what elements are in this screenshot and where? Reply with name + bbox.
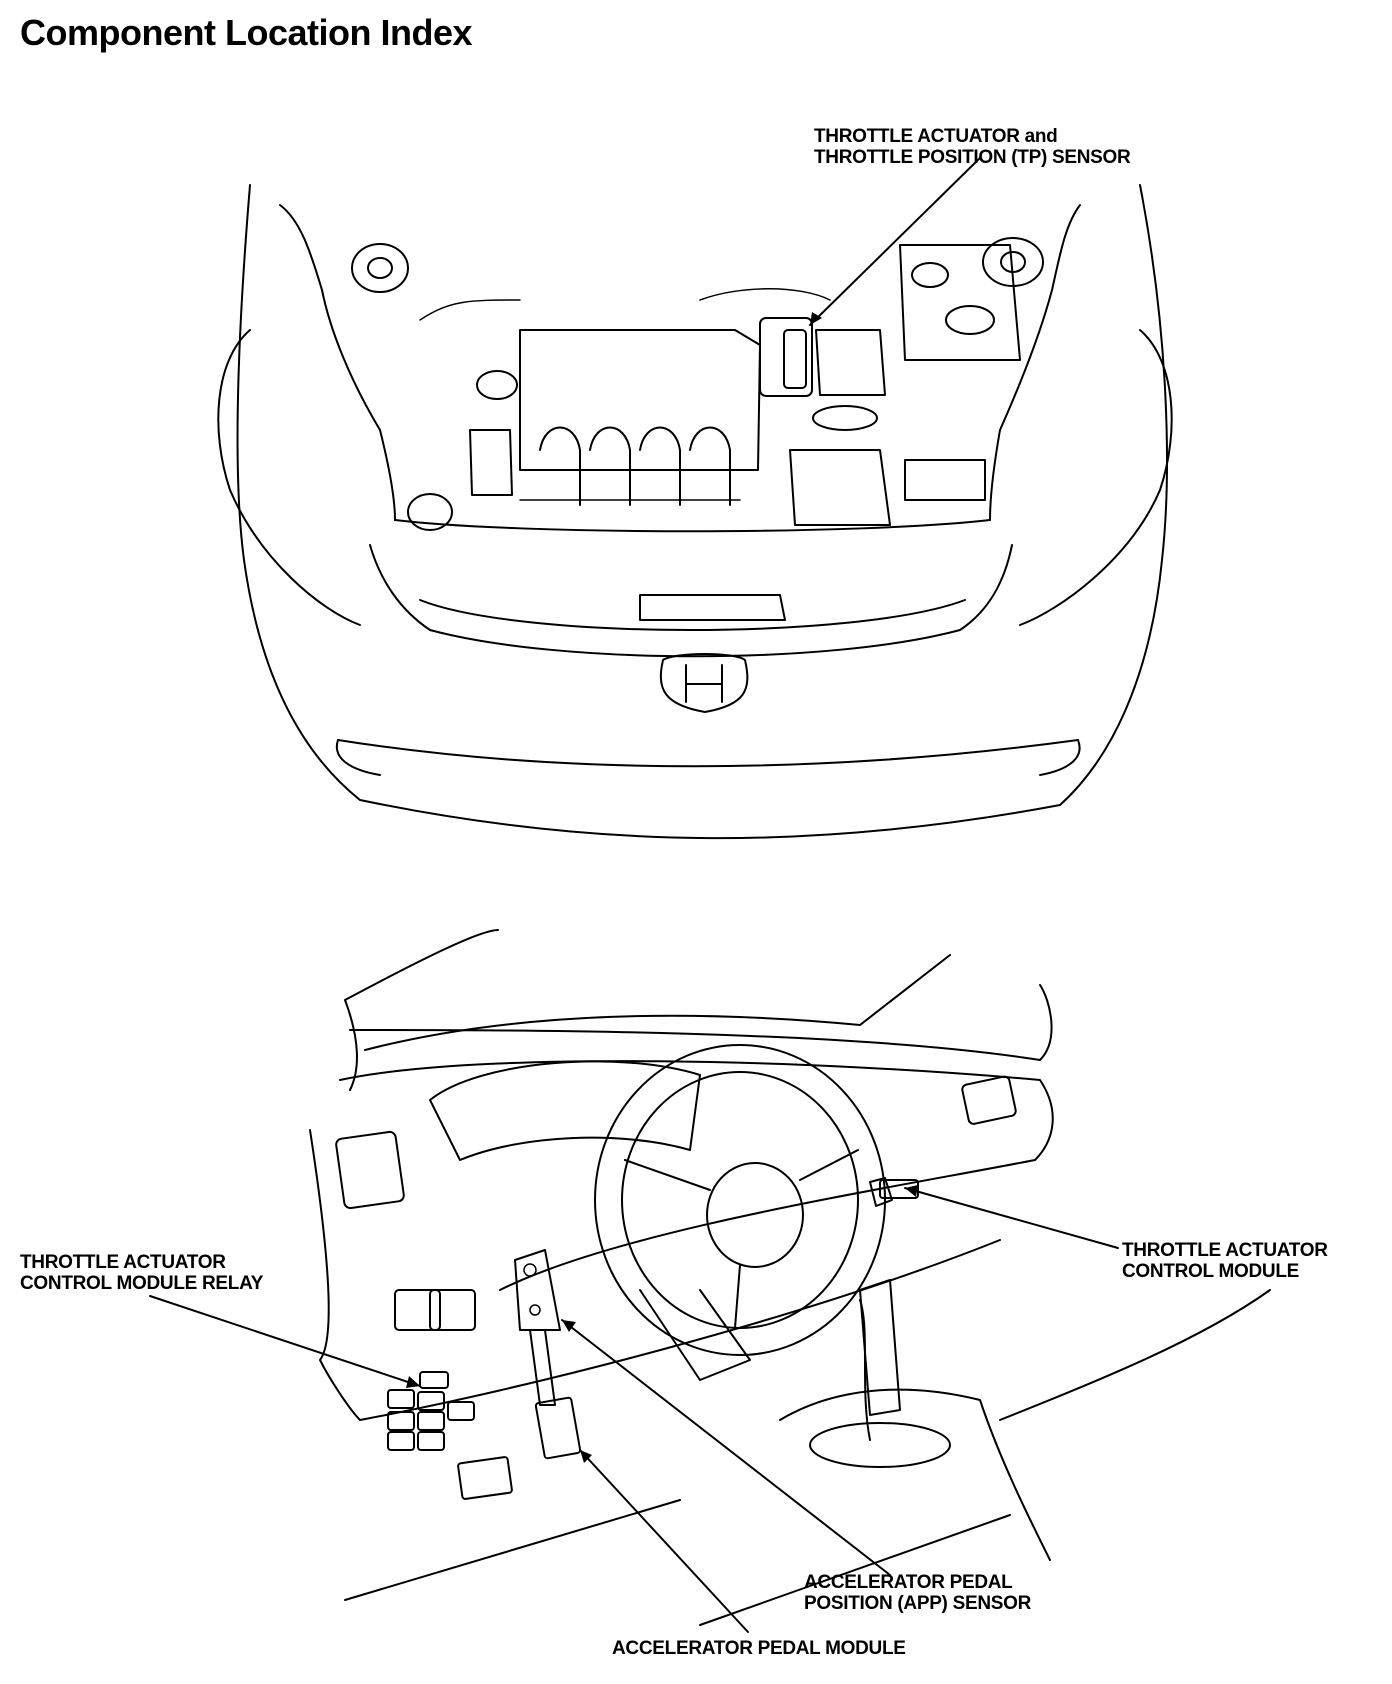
callout-line: THROTTLE POSITION (TP) SENSOR: [814, 147, 1131, 168]
callout-line: THROTTLE ACTUATOR and: [814, 126, 1058, 147]
callout-app-sensor: ACCELERATOR PEDAL POSITION (APP) SENSOR: [804, 1572, 1031, 1614]
callout-tacm: THROTTLE ACTUATOR CONTROL MODULE: [1122, 1240, 1328, 1282]
callout-line: CONTROL MODULE: [1122, 1261, 1299, 1282]
callout-tp-sensor: THROTTLE ACTUATOR and THROTTLE POSITION …: [814, 126, 1131, 168]
callout-line: ACCELERATOR PEDAL MODULE: [612, 1638, 906, 1659]
callout-line: ACCELERATOR PEDAL: [804, 1572, 1013, 1593]
callout-line: CONTROL MODULE RELAY: [20, 1273, 264, 1294]
page-title: Component Location Index: [20, 12, 473, 53]
callout-tacm-relay: THROTTLE ACTUATOR CONTROL MODULE RELAY: [20, 1252, 263, 1294]
callout-line: THROTTLE ACTUATOR: [1122, 1240, 1328, 1261]
callout-line: THROTTLE ACTUATOR: [20, 1252, 226, 1273]
callout-line: POSITION (APP) SENSOR: [804, 1593, 1032, 1614]
callout-pedal-module: ACCELERATOR PEDAL MODULE: [612, 1638, 906, 1659]
